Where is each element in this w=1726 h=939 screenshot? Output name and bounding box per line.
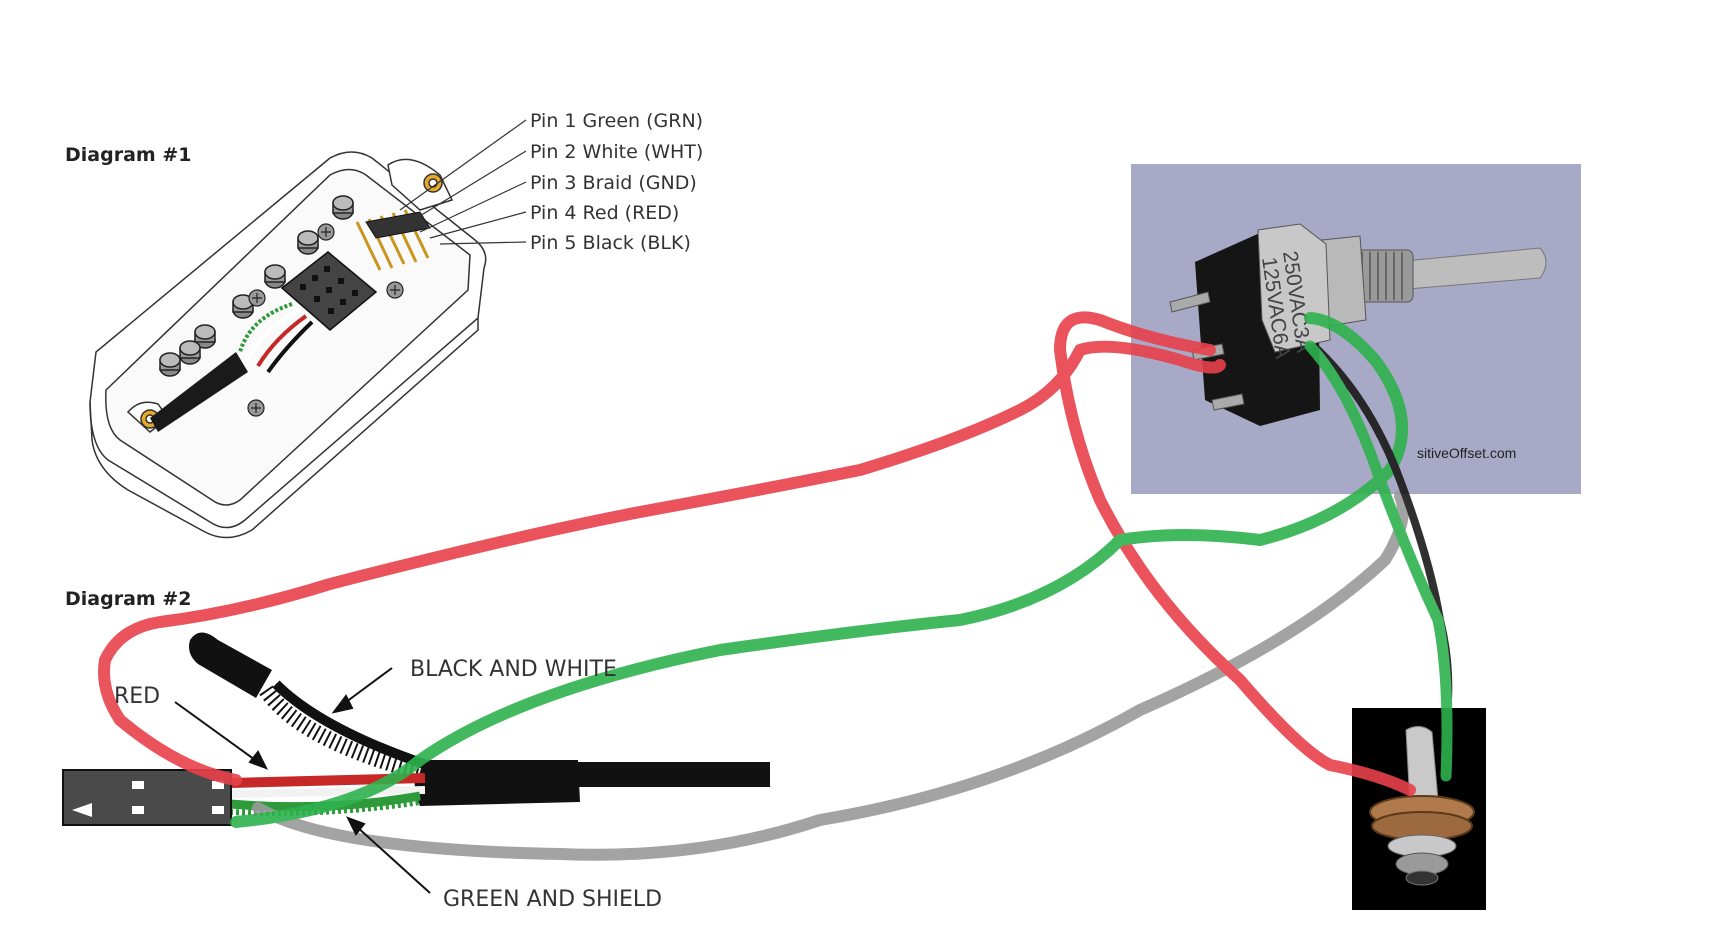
hand-drawn-wires bbox=[98, 311, 1453, 861]
diagram-1-title: Diagram #1 bbox=[65, 144, 191, 166]
pin-3-label: Pin 3 Braid (GND) bbox=[530, 172, 697, 194]
label-arrows bbox=[174, 667, 431, 894]
pin-callout-lines bbox=[399, 119, 527, 245]
red-wire-1 bbox=[98, 340, 1226, 786]
pickup-lead-wires bbox=[238, 302, 314, 374]
pcb-connector-header bbox=[280, 209, 431, 331]
black-white-label: BLACK AND WHITE bbox=[410, 657, 617, 682]
green-shield-label: GREEN AND SHIELD bbox=[443, 887, 662, 912]
dupont-connector bbox=[62, 769, 232, 826]
red-label: RED bbox=[114, 684, 160, 709]
pole-pieces bbox=[159, 195, 354, 377]
photo-watermark: sitiveOffset.com bbox=[1417, 445, 1516, 461]
housing-screws bbox=[247, 223, 404, 417]
pin-1-label: Pin 1 Green (GRN) bbox=[530, 110, 703, 132]
pin-2-label: Pin 2 White (WHT) bbox=[530, 141, 703, 163]
cable-conductors bbox=[229, 680, 426, 816]
grey-wire bbox=[252, 490, 1409, 861]
pickup-cable bbox=[150, 352, 248, 432]
green-wire-2 bbox=[1304, 340, 1453, 782]
pin-5-label: Pin 5 Black (BLK) bbox=[530, 232, 691, 254]
toggle-switch-photo: 250VAC3A 125VAC6A sitiveOffset.com bbox=[1131, 164, 1581, 494]
pin-4-label: Pin 4 Red (RED) bbox=[530, 202, 679, 224]
red-wire-2 bbox=[1054, 311, 1416, 796]
output-jack-photo bbox=[1352, 708, 1486, 910]
cable-jacket bbox=[189, 632, 770, 806]
diagram-2-title: Diagram #2 bbox=[65, 588, 191, 610]
green-wire-1 bbox=[230, 312, 1408, 828]
